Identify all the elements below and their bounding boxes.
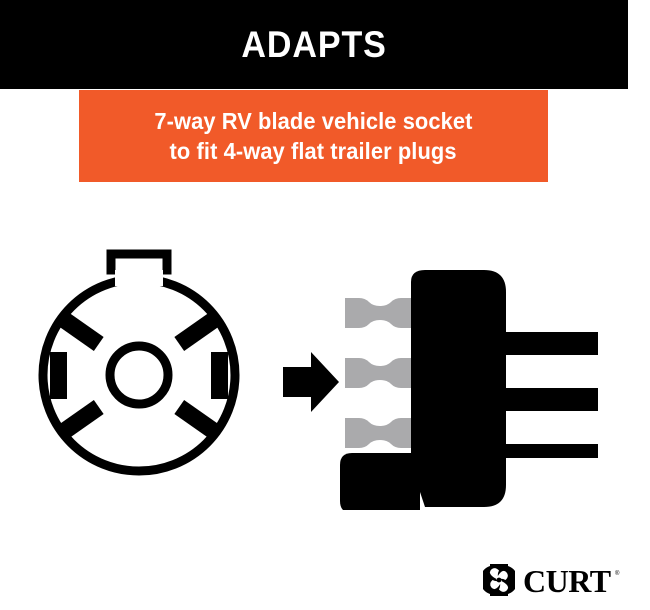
socket-center-pin [105, 341, 173, 409]
plug-body [411, 270, 506, 507]
subtitle-line-2: to fit 4-way flat trailer plugs [162, 136, 464, 166]
brand-logo: CURT ® [483, 561, 623, 599]
page-title-text: ADAPTS [241, 23, 387, 65]
plug-wire-black [340, 453, 420, 510]
curt-pinwheel-icon [483, 564, 515, 596]
plug-blades [480, 332, 598, 458]
subtitle-line-1: 7-way RV blade vehicle socket [146, 106, 481, 136]
adapter-illustration [0, 210, 650, 510]
brand-name: CURT [523, 563, 611, 599]
subtitle-line-1-text: 7-way RV blade vehicle socket [154, 108, 473, 134]
page-title: ADAPTS [0, 0, 628, 89]
socket-blade-slots [50, 310, 228, 441]
brand-trademark-symbol: ® [615, 570, 620, 577]
adapts-arrow-icon [283, 352, 339, 412]
seven-way-socket-icon [38, 249, 240, 476]
four-way-flat-plug-icon [340, 270, 598, 510]
header-bar: ADAPTS [0, 0, 628, 89]
subtitle-line-2-text: to fit 4-way flat trailer plugs [169, 138, 458, 164]
plug-wires-gray [345, 298, 412, 448]
subtitle-banner: 7-way RV blade vehicle socket to fit 4-w… [79, 90, 548, 182]
